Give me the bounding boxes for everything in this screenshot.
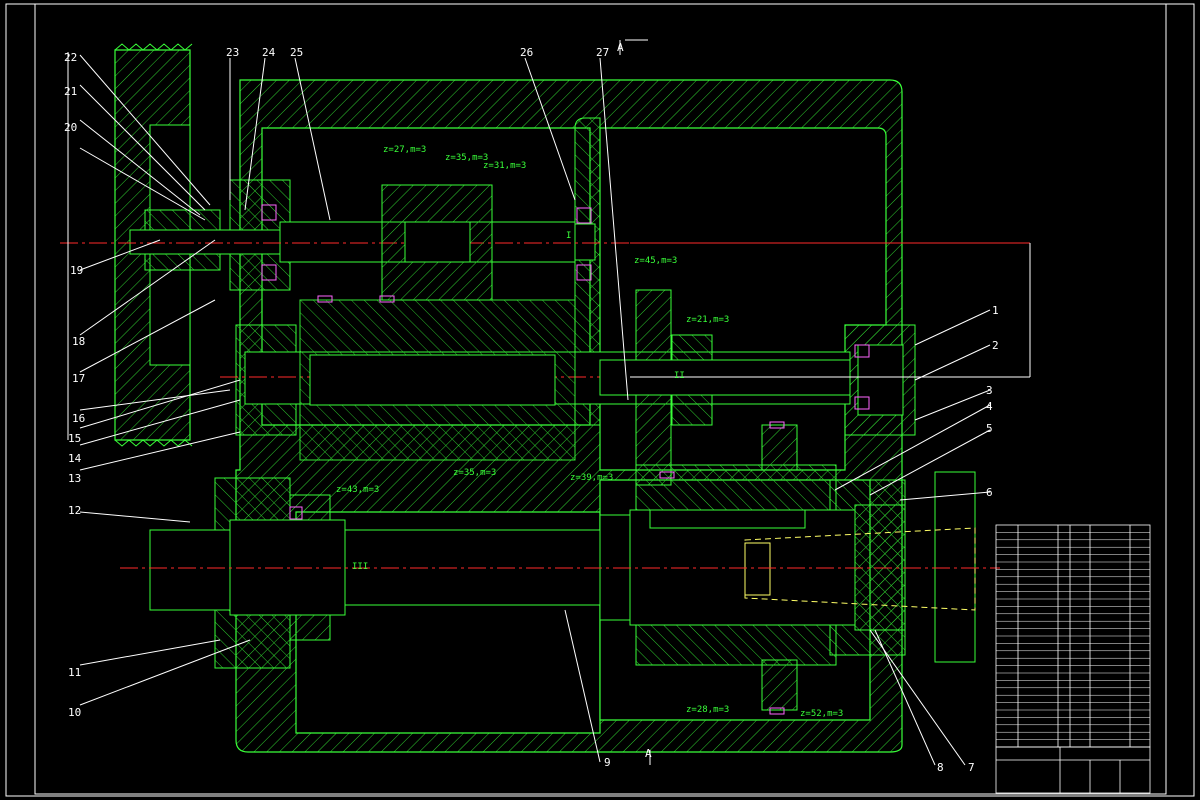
triple-gear-block <box>381 184 493 301</box>
main-spindle <box>120 471 1000 663</box>
part-number: 26 <box>520 46 533 59</box>
part-number: 24 <box>262 46 276 59</box>
part-number: 27 <box>596 46 609 59</box>
center-distance-dimension <box>630 242 1031 378</box>
gear-label: z=39,m=3 <box>570 473 613 483</box>
part-number: 13 <box>68 472 81 485</box>
part-number: 4 <box>986 400 993 413</box>
gear-label: z=27,m=3 <box>383 145 426 155</box>
part-number: 5 <box>986 422 993 435</box>
gear-label: z=45,m=3 <box>634 256 677 266</box>
gear-labels: z=27,m=3 z=35,m=3 z=31,m=3 z=45,m=3 z=21… <box>336 145 843 719</box>
part-number-labels: 22 21 20 19 18 17 16 15 14 13 12 11 10 2… <box>64 46 999 774</box>
part-number: 3 <box>986 384 993 397</box>
part-number: 12 <box>68 504 81 517</box>
gear-label: z=28,m=3 <box>686 705 729 715</box>
gear-label: z=35,m=3 <box>453 468 496 478</box>
gear-label: z=21,m=3 <box>686 315 729 325</box>
part-number: 23 <box>226 46 239 59</box>
part-number: 20 <box>64 121 77 134</box>
section-marker-bottom: A <box>645 747 652 760</box>
parts-list-rows <box>996 532 1150 740</box>
part-number: 11 <box>68 666 81 679</box>
gear-label: z=52,m=3 <box>800 709 843 719</box>
part-number: 9 <box>604 756 611 769</box>
part-number: 22 <box>64 51 77 64</box>
bearings <box>261 204 870 715</box>
part-number: 2 <box>992 339 999 352</box>
part-number: 15 <box>68 432 81 445</box>
shaft-mark-one: I <box>566 231 571 241</box>
part-number: 14 <box>68 452 82 465</box>
part-number: 16 <box>72 412 85 425</box>
part-number: 7 <box>968 761 975 774</box>
shaft-mark-three: III <box>352 562 368 572</box>
inner-frame <box>34 3 1167 795</box>
part-number: 6 <box>986 486 993 499</box>
part-number: 10 <box>68 706 81 719</box>
gear-label: z=43,m=3 <box>336 485 379 495</box>
part-number: 18 <box>72 335 85 348</box>
leader-lines <box>79 54 991 766</box>
spindle-gears <box>635 424 837 711</box>
part-number: 17 <box>72 372 85 385</box>
section-marker-top: A <box>617 41 624 54</box>
part-number: 25 <box>290 46 303 59</box>
part-number: 19 <box>70 264 83 277</box>
part-number: 1 <box>992 304 999 317</box>
gear-label: z=35,m=3 <box>445 153 488 163</box>
part-number: 8 <box>937 761 944 774</box>
gear-label: z=31,m=3 <box>483 161 526 171</box>
part-number: 21 <box>64 85 77 98</box>
section-markers: A A <box>617 39 652 765</box>
title-block <box>995 746 1151 794</box>
shaft-two <box>220 289 930 486</box>
shaft-mark-two: II <box>674 371 685 381</box>
